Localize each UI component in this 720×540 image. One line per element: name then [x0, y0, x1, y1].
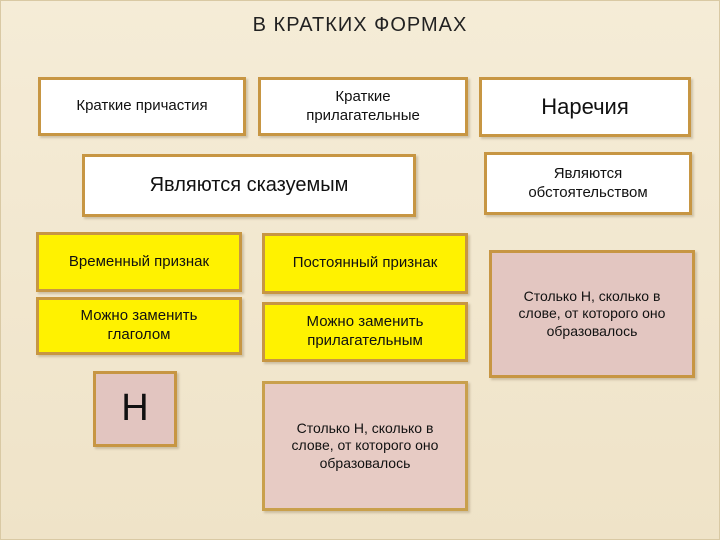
short-adjectives-header: Краткие прилагательные: [258, 77, 468, 136]
adjective-permanent-feature: Постоянный признак: [262, 233, 468, 294]
adjective-replace-with-adjective: Можно заменить прилагательным: [262, 302, 468, 362]
participle-n-letter: Н: [93, 371, 177, 447]
adverb-n-rule: Столько Н, сколько в слове, от которого …: [489, 250, 695, 378]
adverbs-header: Наречия: [479, 77, 691, 137]
short-participles-header: Краткие причастия: [38, 77, 246, 136]
adjective-n-rule: Столько Н, сколько в слове, от которого …: [262, 381, 468, 511]
predicate-box: Являются сказуемым: [82, 154, 416, 217]
circumstance-box: Являются обстоятельством: [484, 152, 692, 215]
slide-title: В КРАТКИХ ФОРМАХ: [252, 14, 468, 36]
participle-temporary-feature: Временный признак: [36, 232, 242, 292]
participle-replace-with-verb: Можно заменить глаголом: [36, 297, 242, 355]
